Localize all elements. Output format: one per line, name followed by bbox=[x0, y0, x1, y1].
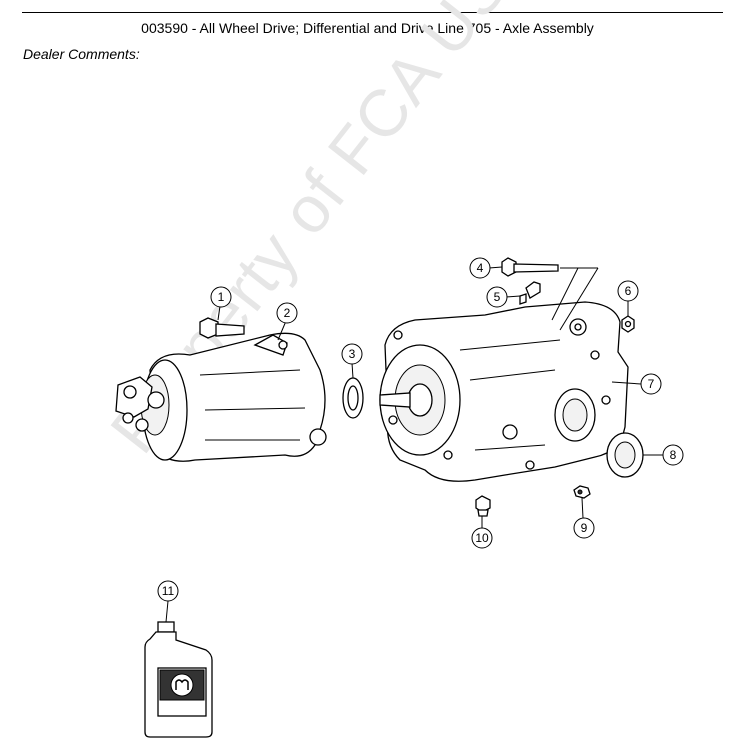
callout-11-label: 11 bbox=[162, 584, 175, 598]
callout-2-label: 2 bbox=[284, 306, 291, 320]
callout-4: 4 bbox=[469, 257, 491, 279]
part-7-differential-housing bbox=[379, 301, 629, 482]
leader-lines bbox=[165, 266, 663, 623]
callout-8: 8 bbox=[662, 444, 684, 466]
callout-5-label: 5 bbox=[494, 290, 501, 304]
part-9-plug bbox=[573, 485, 591, 499]
page-title: 003590 - All Wheel Drive; Differential a… bbox=[141, 20, 594, 36]
callout-1-label: 1 bbox=[218, 290, 225, 304]
callout-6: 6 bbox=[617, 280, 639, 302]
callout-3: 3 bbox=[341, 343, 363, 365]
callout-8-label: 8 bbox=[670, 448, 677, 462]
callout-10: 10 bbox=[471, 527, 493, 549]
part-1-bolt bbox=[199, 317, 245, 339]
part-8-axle-seal bbox=[606, 432, 644, 478]
callout-7: 7 bbox=[640, 373, 662, 395]
callout-7-label: 7 bbox=[648, 377, 655, 391]
callout-11: 11 bbox=[157, 580, 179, 602]
callout-4-label: 4 bbox=[477, 261, 484, 275]
part-3-seal bbox=[342, 377, 364, 419]
part-10-drain-plug bbox=[475, 495, 491, 517]
callout-6-label: 6 bbox=[625, 284, 632, 298]
part-4-bolt bbox=[501, 257, 559, 277]
header-rule bbox=[22, 12, 723, 13]
part-5-breather bbox=[519, 281, 541, 305]
callout-2: 2 bbox=[276, 302, 298, 324]
callout-1: 1 bbox=[210, 286, 232, 308]
callout-5: 5 bbox=[486, 286, 508, 308]
callout-9-label: 9 bbox=[581, 521, 588, 535]
part-6-nut bbox=[621, 315, 635, 333]
callout-10-label: 10 bbox=[475, 531, 489, 545]
part-2-housing bbox=[115, 332, 327, 462]
dealer-comments-label: Dealer Comments: bbox=[23, 46, 140, 62]
part-11-oil-bottle bbox=[144, 621, 213, 738]
callout-3-label: 3 bbox=[349, 347, 356, 361]
callout-9: 9 bbox=[573, 517, 595, 539]
